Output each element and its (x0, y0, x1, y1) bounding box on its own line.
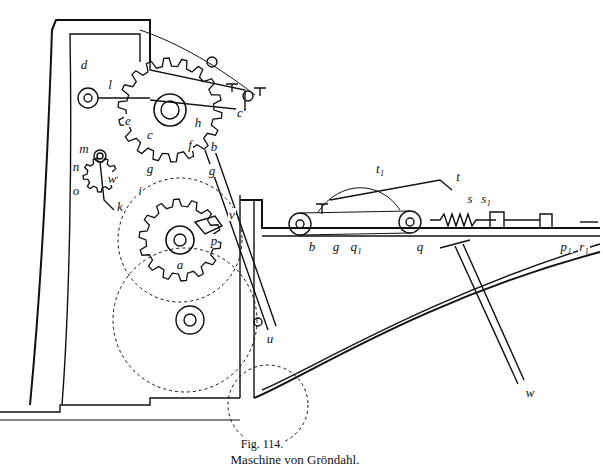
part-letter: b (308, 240, 317, 253)
part-letter: r₁ (578, 240, 590, 253)
part-letter: p₁ (559, 240, 572, 253)
part-letter: e (124, 114, 132, 127)
part-letter: w (107, 172, 118, 185)
part-letter: b (210, 140, 219, 153)
part-letter: v (228, 208, 236, 221)
part-letter: q₁ (349, 240, 362, 253)
part-letter: a (176, 258, 185, 271)
part-letter: g (146, 162, 155, 175)
part-letter: n (72, 160, 81, 173)
part-letter: l (107, 78, 113, 91)
part-letter: t₁ (375, 162, 385, 175)
gear-wheel (118, 58, 222, 162)
part-letter: i (137, 184, 143, 197)
part-letter: q (416, 240, 425, 253)
part-letter: h (194, 116, 203, 129)
part-letter: d (80, 58, 89, 71)
part-letter: m (78, 142, 89, 155)
part-letter: t (455, 170, 461, 183)
part-letter: w (525, 386, 536, 399)
gear-wheel (83, 158, 117, 192)
part-letter: u (266, 332, 275, 345)
part-letter: s₁ (480, 192, 492, 205)
part-letter: p (210, 234, 219, 247)
figure-number: Fig. 114. (241, 437, 284, 452)
part-letter: s (466, 192, 473, 205)
part-letter: k (116, 200, 124, 213)
part-letter: g (208, 164, 217, 177)
gear-wheel (139, 199, 221, 281)
part-letter: f (187, 138, 193, 151)
part-letter: c (236, 106, 244, 119)
part-letter: o (72, 184, 81, 197)
figure-caption: Maschine von Gröndahl. (231, 452, 360, 468)
part-letter: c (146, 128, 154, 141)
part-letter: g (332, 240, 341, 253)
